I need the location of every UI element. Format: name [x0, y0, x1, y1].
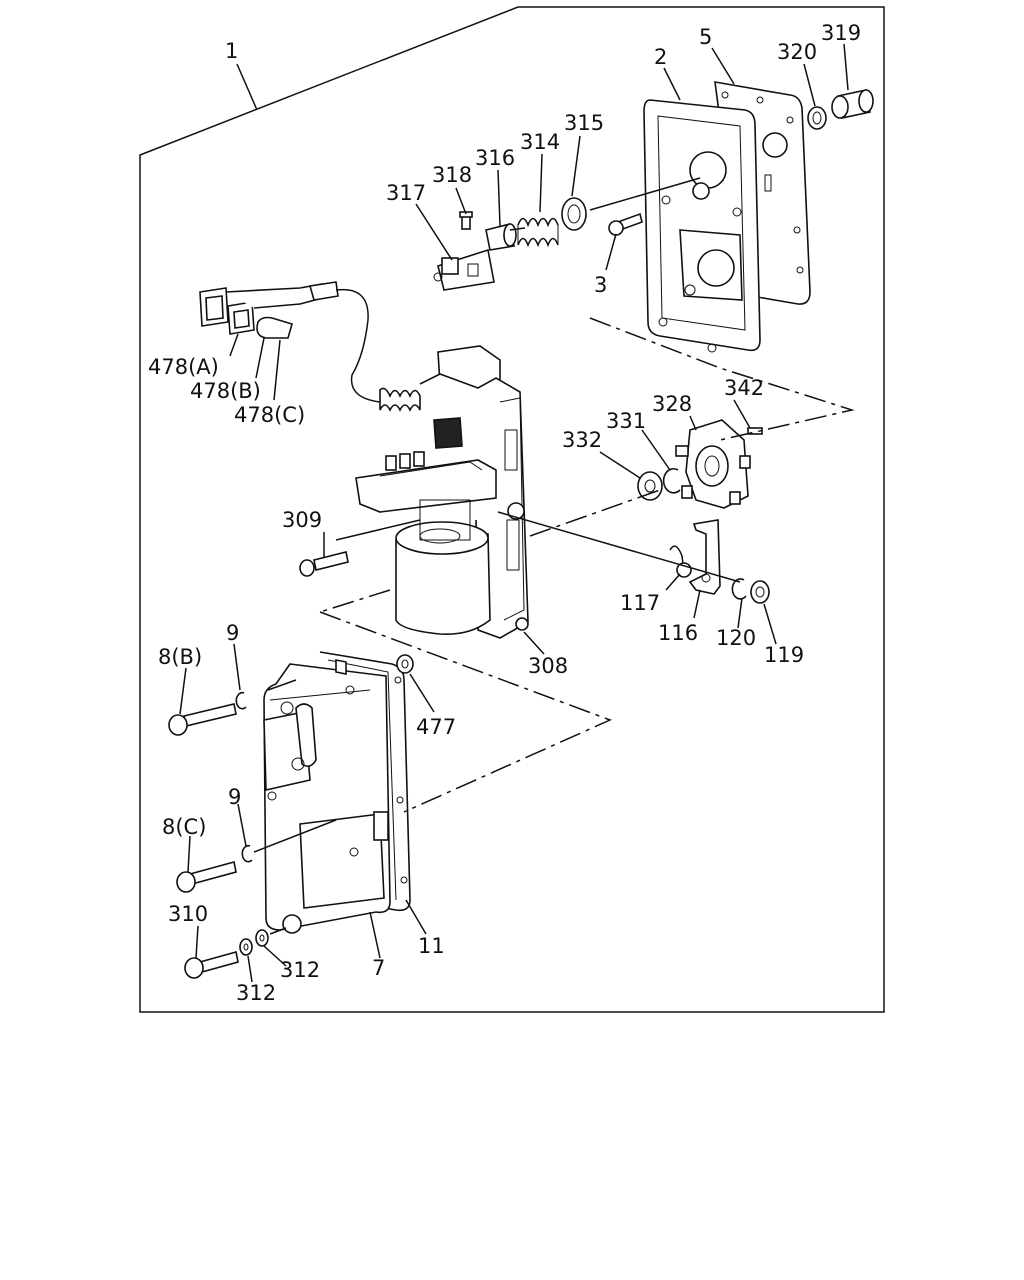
callout-2: 2 — [654, 45, 667, 69]
ring-part-320 — [807, 106, 827, 130]
spring-part-117 — [669, 545, 692, 578]
nut-part-332 — [637, 471, 663, 501]
callout-8c: 8(C) — [162, 815, 206, 839]
callout-342: 342 — [724, 376, 764, 400]
bolt-part-310 — [184, 950, 239, 979]
bolt-part-309 — [299, 551, 349, 577]
callout-labels: 1 2 5 320 319 315 314 316 318 317 3 478(… — [148, 21, 861, 1005]
gear-part-328 — [675, 419, 751, 509]
lever-part-116 — [688, 519, 721, 595]
callout-5: 5 — [699, 25, 712, 49]
leader-lines — [179, 43, 849, 983]
washer-part-9-lower — [241, 844, 253, 863]
washer-part-9-upper — [235, 691, 247, 710]
callout-312-left: 312 — [236, 981, 276, 1005]
callout-1: 1 — [225, 39, 238, 63]
spring-part-314 — [517, 217, 559, 248]
cover-plate-part-2 — [643, 99, 761, 353]
callout-309: 309 — [282, 508, 322, 532]
callout-120: 120 — [716, 626, 756, 650]
plug-part-319 — [831, 89, 874, 119]
callout-116: 116 — [658, 621, 698, 645]
callout-477: 477 — [416, 715, 456, 739]
connector-harness-part-478 — [199, 281, 421, 412]
callout-119: 119 — [764, 643, 804, 667]
callout-318: 318 — [432, 163, 472, 187]
retainer-part-316 — [485, 223, 517, 251]
callout-314: 314 — [520, 130, 560, 154]
callout-11: 11 — [418, 934, 445, 958]
screw-part-318 — [459, 211, 473, 230]
bolt-part-8c — [176, 861, 237, 893]
nut-part-119 — [750, 580, 770, 604]
callout-331: 331 — [606, 409, 646, 433]
callout-328: 328 — [652, 392, 692, 416]
callout-310: 310 — [168, 902, 208, 926]
callout-9-lower: 9 — [228, 785, 241, 809]
washer-part-312-a — [239, 938, 253, 956]
callout-308: 308 — [528, 654, 568, 678]
clip-part-331 — [662, 467, 681, 494]
callout-317: 317 — [386, 181, 426, 205]
seal-part-315 — [561, 197, 587, 231]
callout-8b: 8(B) — [158, 645, 202, 669]
assembly-lines — [253, 177, 855, 935]
callout-319: 319 — [821, 21, 861, 45]
callout-9-upper: 9 — [226, 621, 239, 645]
callout-478a: 478(A) — [148, 355, 219, 379]
bolt-part-3 — [608, 212, 643, 236]
bushing-part-477 — [396, 654, 414, 674]
lower-cover-part-7 — [263, 659, 391, 934]
callout-7: 7 — [372, 956, 385, 980]
callout-316: 316 — [475, 146, 515, 170]
bolt-part-8b — [168, 703, 237, 736]
callout-3: 3 — [594, 273, 607, 297]
callout-478c: 478(C) — [234, 403, 305, 427]
callout-478b: 478(B) — [190, 379, 261, 403]
callout-332: 332 — [562, 428, 602, 452]
washer-part-312-b — [255, 929, 269, 947]
callout-312-right: 312 — [280, 958, 320, 982]
assembly-frame — [139, 6, 885, 1013]
bracket-part-317 — [433, 248, 495, 291]
callout-315: 315 — [564, 111, 604, 135]
callout-320: 320 — [777, 40, 817, 64]
main-body-part-308 — [355, 345, 529, 639]
callout-117: 117 — [620, 591, 660, 615]
